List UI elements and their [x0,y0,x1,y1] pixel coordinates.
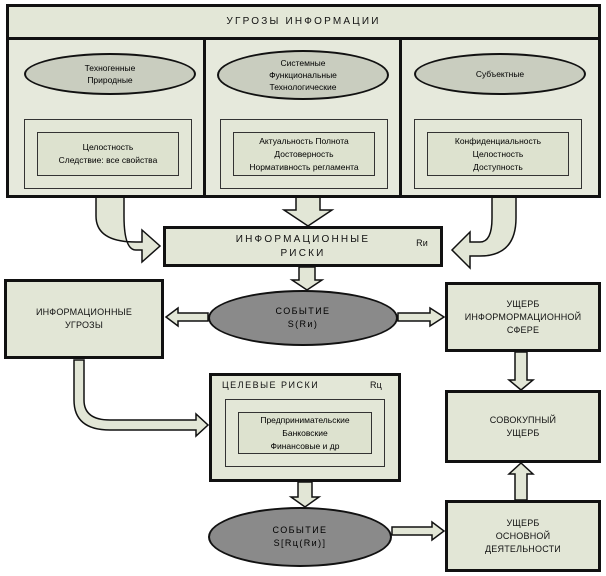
threat-source-label: Системные Функциональные Технологические [269,58,337,92]
damage-main-label: УЩЕРБ ОСНОВНОЙ ДЕЯТЕЛЬНОСТИ [485,517,561,554]
info-risks-symbol: Rи [416,238,428,248]
threat-source-label: Техногенные Природные [84,63,136,85]
arrow-damagemain-to-total [507,461,535,501]
column-divider [203,38,206,196]
column-divider [399,38,402,196]
arrow-damage-to-total [506,351,536,391]
property-box-integrity: Целостность Следствие: все свойства [24,119,192,189]
arrow-center-down [281,195,335,227]
property-label: Целостность Следствие: все свойства [58,142,158,165]
damage-info-box: УЩЕРБ ИНФОРМОРМАЦИОННОЙ СФЕРЕ [445,282,601,352]
info-risks-box: ИНФОРМАЦИОННЫЕ РИСКИ Rи [163,226,443,267]
info-threats-label: ИНФОРМАЦИОННЫЕ УГРОЗЫ [35,307,133,330]
property-label: Актуальность Полнота Достоверность Норма… [249,135,359,172]
arrow-event-to-threats [164,306,209,328]
property-box-actuality: Актуальность Полнота Достоверность Норма… [220,119,388,189]
arrow-threats-to-target [73,359,210,438]
threat-source-technogenic: Техногенные Природные [24,53,196,95]
threat-source-system: Системные Функциональные Технологические [217,50,389,100]
property-box-inner: Конфиденциальность Целостность Доступнос… [427,132,569,176]
target-risks-symbol: Rц [369,380,382,390]
total-damage-box: СОВОКУПНЫЙ УЩЕРБ [445,390,601,463]
total-damage-label: СОВОКУПНЫЙ УЩЕРБ [489,414,557,438]
property-box-inner: Актуальность Полнота Достоверность Норма… [233,132,375,176]
arrow-event2-to-damage-main [391,520,446,542]
target-risks-inner: Предпринимательские Банковские Финансовы… [238,412,372,454]
arrow-risks-to-event [289,266,325,291]
property-box-confidentiality: Конфиденциальность Целостность Доступнос… [414,119,582,189]
event-2-ellipse: СОБЫТИЕ S[Rц(Rи)] [208,507,392,567]
damage-main-box: УЩЕРБ ОСНОВНОЙ ДЕЯТЕЛЬНОСТИ [445,500,601,572]
target-risks-items: Предпринимательские Банковские Финансовы… [260,414,350,451]
damage-info-label: УЩЕРБ ИНФОРМОРМАЦИОННОЙ СФЕРЕ [464,298,582,335]
property-box-inner: Целостность Следствие: все свойства [37,132,179,176]
event-2-label: СОБЫТИЕ S[Rц(Rи)] [272,525,328,548]
event-1-label: СОБЫТИЕ S(Rи) [275,306,331,329]
arrow-event-to-damage [397,306,446,328]
arrow-left-curved [95,195,162,264]
threats-title: УГРОЗЫ ИНФОРМАЦИИ [226,16,381,27]
arrow-target-to-event2 [288,481,322,508]
info-threats-box: ИНФОРМАЦИОННЫЕ УГРОЗЫ [4,279,164,359]
target-risks-inner-box: Предпринимательские Банковские Финансовы… [225,399,385,467]
threat-source-label: Субъектные [475,69,525,79]
info-risks-label: ИНФОРМАЦИОННЫЕ РИСКИ [235,233,371,259]
threats-panel-header: УГРОЗЫ ИНФОРМАЦИИ [6,4,601,40]
arrow-right-curved [450,195,517,270]
target-risks-title: ЦЕЛЕВЫЕ РИСКИ [222,380,320,390]
threat-source-subjective: Субъектные [414,53,586,95]
event-1-ellipse: СОБЫТИЕ S(Rи) [208,290,398,346]
property-label: Конфиденциальность Целостность Доступнос… [454,135,542,172]
